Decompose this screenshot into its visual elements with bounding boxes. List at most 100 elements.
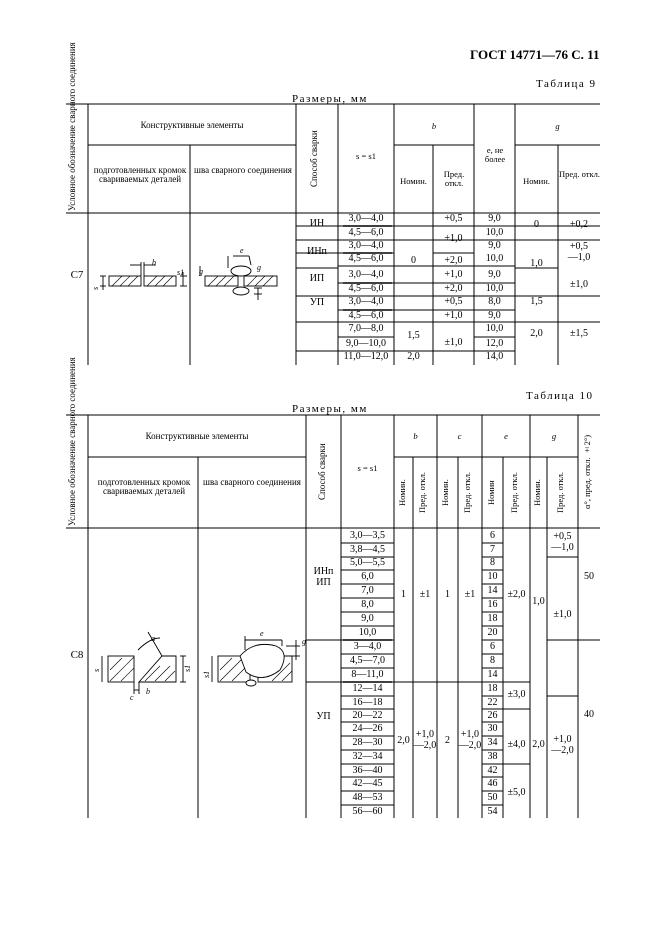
t9-gnom-3: 2,0 [530, 328, 543, 339]
t9-bdev-6: +1,0 [444, 310, 463, 321]
t10-b-dev-lower-minus: —2,0 [413, 740, 437, 751]
t10-e-upper-2: 8 [490, 557, 495, 568]
t10-col-weld: шва сварного соединения [203, 477, 301, 487]
t10-s-lower-5: 32—34 [352, 751, 383, 762]
t9-col-e: e, не более [484, 145, 506, 164]
t9-gdev-0: +0,2 [569, 219, 589, 230]
t9-e-1: 10,0 [485, 227, 504, 238]
t9-gdev-4: ±1,5 [570, 328, 588, 339]
t9-method-2: ИП [309, 273, 325, 284]
t10-s-lower-7: 42—45 [352, 778, 383, 789]
t10-e-middle-0: 6 [490, 641, 495, 652]
t9-s-2: 3,0—4,0 [348, 240, 384, 251]
t10-s-middle-0: 3—4,0 [353, 641, 382, 652]
t10-e-lower-2: 26 [487, 710, 498, 721]
t10-b-dev-lower-plus: +1,0 [415, 729, 435, 740]
t10-e-lower-1: 22 [487, 697, 498, 708]
t10-s-lower-2: 20—22 [352, 710, 383, 721]
t9-e-2: 9,0 [488, 240, 501, 251]
t10-e-nom: Номин [486, 480, 496, 506]
t9-e-9: 12,0 [485, 338, 504, 349]
t9-col-method: Способ сварки [309, 130, 319, 187]
t10-b-dev: Пред. откл. [417, 472, 427, 514]
t10-s-lower-3: 24—26 [352, 723, 383, 734]
t10-method-1: ИП [316, 577, 331, 588]
c8-b-label: b [146, 687, 150, 696]
t9-col-designation: Условное обозначение сварного соединения [67, 42, 77, 211]
t9-designation: С7 [70, 269, 84, 281]
t10-designation: С8 [70, 649, 84, 661]
t10-g-nom: Номин. [532, 479, 542, 507]
c8-prepared-edges-sketch [101, 631, 186, 694]
t9-e-4: 9,0 [488, 269, 501, 280]
t10-s-upper-4: 7,0 [361, 585, 374, 596]
c7-g-label: g [257, 263, 261, 272]
t10-col-designation: Условное обозначение сварного соединения [67, 357, 77, 526]
t9-col-elements: Конструктивные элементы [140, 120, 244, 130]
t9-col-weld: шва сварного соединения [194, 165, 292, 175]
t10-c-dev-upper: ±1 [464, 589, 476, 600]
t10-s-lower-4: 28—30 [352, 737, 383, 748]
t9-s-6: 3,0—4,0 [348, 296, 384, 307]
t9-bdev-3: +1,0 [444, 269, 463, 280]
t10-e-dev-0: ±2,0 [507, 589, 526, 600]
c7-e-label: e [240, 246, 244, 255]
t10-s-lower-1: 16—18 [352, 697, 383, 708]
c7-b-label: b [152, 258, 156, 267]
c8-s1-label: s1 [183, 665, 192, 672]
t10-g-dev-4: —2,0 [551, 745, 574, 756]
t9-bdev-4: +2,0 [444, 283, 463, 294]
t9-s-10: 11,0—12,0 [343, 351, 389, 362]
t9-gdev-1: +0,5 [569, 241, 589, 252]
t9-gnom-1: 1,0 [530, 258, 543, 269]
t10-e-upper-0: 6 [490, 530, 495, 541]
c8-s-label: s [92, 669, 101, 672]
t10-g-dev-2: ±1,0 [553, 609, 572, 620]
t10-g-nom-0: 1,0 [532, 596, 545, 607]
t9-bdev-1: +1,0 [444, 233, 463, 244]
t10-g-dev-1: —1,0 [551, 542, 574, 553]
c8-weld-sketch [211, 636, 300, 687]
t9-bnom-2: 2,0 [407, 351, 420, 362]
t10-e-dev-2: ±4,0 [507, 739, 526, 750]
c8-e-label: e [260, 629, 264, 638]
t10-c-dev: Пред. откл. [462, 472, 472, 514]
t10-alpha-1: 40 [584, 709, 594, 720]
t10-e-middle-1: 8 [490, 655, 495, 666]
t10-c-dev-lower-plus: +1,0 [460, 729, 480, 740]
t9-e-10: 14,0 [485, 351, 504, 362]
c7-prepared-edges-sketch [100, 262, 187, 290]
c7-s1-label: s1 [177, 268, 184, 277]
t10-s-upper-1: 3,8—4,5 [350, 544, 385, 555]
t10-col-b: b [413, 431, 418, 441]
table10-dimensions: Размеры, мм [292, 403, 368, 415]
t10-col-s: s = s1 [357, 463, 378, 473]
t10-col-method: Способ сварки [317, 443, 327, 501]
t10-b-nom-lower: 2,0 [397, 735, 410, 746]
c8-alpha-label: α [151, 634, 156, 643]
t10-e-lower-8: 50 [487, 792, 498, 803]
t10-method-0: ИНп [313, 566, 334, 577]
t10-col-alpha: α°, пред. откл. ±2°) [582, 434, 592, 510]
t9-s-1: 4,5—6,0 [348, 227, 384, 238]
t10-e-lower-4: 34 [487, 737, 498, 748]
document-header: ГОСТ 14771—76 С. 11 [470, 47, 600, 62]
t9-bdev-0: +0,5 [444, 213, 463, 224]
t10-e-lower-7: 46 [487, 778, 498, 789]
t10-e-lower-6: 42 [487, 765, 498, 776]
t10-e-dev: Пред. откл. [509, 472, 519, 514]
t10-e-upper-1: 7 [490, 544, 495, 555]
t9-bdev-5: +0,5 [444, 296, 463, 307]
t10-g-dev-0: +0,5 [553, 531, 572, 542]
t9-bdev-7: ±1,0 [444, 337, 463, 348]
t10-g-dev-3: +1,0 [553, 734, 572, 745]
t10-alpha-0: 50 [584, 571, 594, 582]
t9-s-0: 3,0—4,0 [348, 213, 384, 224]
t9-col-s: s = s1 [356, 151, 376, 161]
t9-bdev-2: +2,0 [444, 255, 463, 266]
c8-c-label: c [130, 693, 134, 702]
t9-e-7: 9,0 [488, 310, 501, 321]
t9-bnom-0: 0 [411, 255, 416, 266]
t10-e-middle-2: 14 [487, 669, 498, 680]
